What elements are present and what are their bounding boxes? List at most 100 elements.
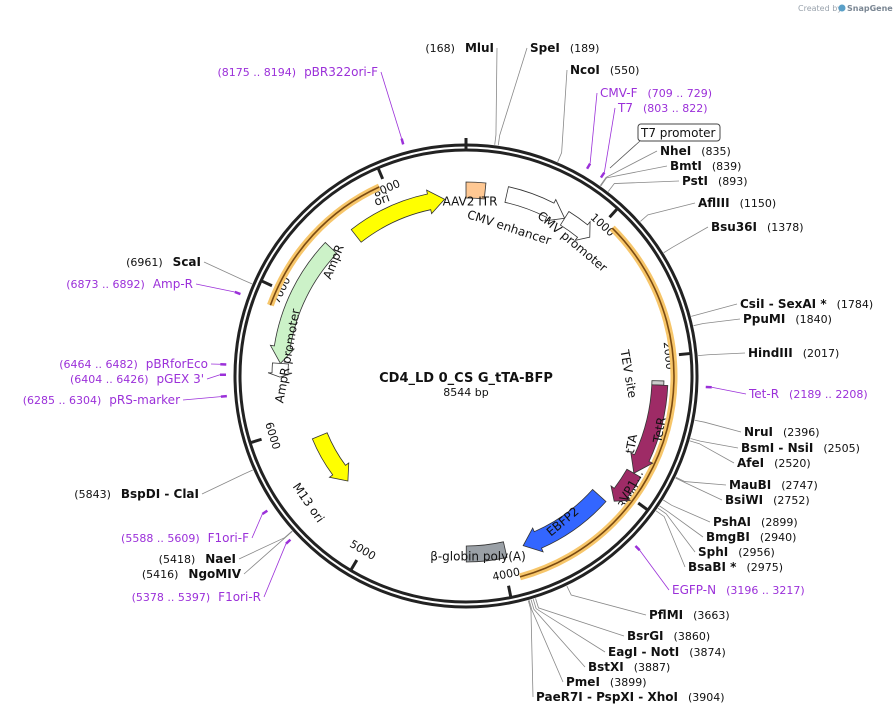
primer-label: CMV-F(709 .. 729) [600, 86, 712, 100]
site-label: (6961)ScaI [126, 255, 201, 269]
site-name: BstXI [588, 660, 624, 674]
primer-range: (6464 .. 6482) [59, 358, 138, 371]
tick-label: 6000 [262, 421, 283, 452]
primer-labels: (8175 .. 8194)pBR322ori-F CMV-F(709 .. 72… [23, 65, 868, 604]
tick-mark-8000 [376, 167, 385, 180]
site-name: HindIII [748, 346, 793, 360]
site-position: (839) [712, 160, 742, 173]
site-position: (2747) [781, 479, 818, 492]
site-name: BspDI - ClaI [121, 487, 199, 501]
site-position: (1378) [767, 221, 804, 234]
primer-name: F1ori-F [208, 531, 249, 545]
restriction-site: EagI - NotI(3874) [608, 645, 726, 659]
site-position: (2956) [738, 546, 775, 559]
site-leader [530, 599, 586, 668]
primer-leader [195, 283, 235, 293]
restriction-site: HindIII(2017) [748, 346, 839, 360]
restriction-site: CsiI - SexAI *(1784) [740, 297, 873, 311]
primer-leader [263, 543, 287, 598]
site-name: BsiWI [725, 493, 763, 507]
site-position: (5418) [159, 553, 196, 566]
restriction-site: PpuMI(1840) [743, 312, 832, 326]
site-label: NheI(835) [660, 144, 731, 158]
primer-leader [639, 549, 670, 591]
tta-band [267, 183, 678, 581]
restriction-site: MauBI(2747) [729, 478, 818, 492]
site-name: EagI - NotI [608, 645, 679, 659]
restriction-site: AfeI(2520) [737, 456, 811, 470]
site-position: (5843) [74, 488, 111, 501]
tev-site-label: TEV site [617, 348, 639, 399]
aav2-itr-feature [465, 181, 487, 200]
site-leader [557, 69, 568, 162]
site-label: NruI(2396) [744, 425, 820, 439]
site-name: PstI [682, 174, 708, 188]
primer-name: pRS-marker [109, 393, 180, 407]
site-label: (168)MluI [425, 41, 494, 55]
site-position: (2505) [823, 442, 860, 455]
site-position: (5416) [142, 568, 179, 581]
ampr-band-line [269, 186, 380, 306]
site-position: (893) [718, 175, 748, 188]
tick-mark-5000 [349, 559, 359, 572]
site-label: PflMI(3663) [649, 608, 730, 622]
ebfp2-feature [522, 488, 607, 553]
site-label: PshAI(2899) [713, 515, 798, 529]
primer-label: T7(803 .. 822) [617, 101, 708, 115]
site-leader [675, 476, 727, 486]
primer-label: (6873 .. 6892)Amp-R [66, 277, 193, 291]
site-leader [693, 318, 741, 327]
site-leader [203, 261, 253, 285]
restriction-site: NruI(2396) [744, 425, 820, 439]
tick-mark-2000 [678, 351, 692, 357]
site-position: (3904) [688, 691, 725, 704]
t7-promoter-box [637, 123, 721, 142]
site-label: Bsu36I(1378) [711, 220, 804, 234]
site-name: BmgBI [706, 530, 750, 544]
site-name: NruI [744, 425, 773, 439]
primer-name: pBR322ori-F [304, 65, 378, 79]
tick-mark-4000 [507, 585, 513, 598]
primer-label: Tet-R(2189 .. 2208) [748, 387, 868, 401]
primer-name: EGFP-N [672, 583, 716, 597]
credit-brand: SnapGene [847, 4, 893, 13]
restriction-site: PshAI(2899) [713, 515, 798, 529]
site-leader [607, 180, 680, 192]
site-label: SpeI(189) [530, 41, 599, 55]
primer-mark [220, 394, 227, 398]
site-name: NaeI [205, 552, 236, 566]
site-leader [675, 477, 723, 501]
site-name: PmeI [566, 675, 600, 689]
site-leader [659, 505, 704, 538]
site-name: NheI [660, 144, 691, 158]
tick-mark-3000 [637, 501, 649, 512]
plasmid-name: CD4_LD 0_CS G_tTA-BFP [379, 371, 553, 386]
site-position: (3899) [610, 676, 647, 689]
site-name: BsaBI * [688, 560, 737, 574]
primer-range: (3196 .. 3217) [726, 584, 805, 597]
site-label: PpuMI(1840) [743, 312, 832, 326]
primer-leader [182, 396, 221, 401]
cmv-promoter-feature [559, 210, 591, 242]
primer-range: (803 .. 822) [643, 102, 708, 115]
site-leader [527, 600, 534, 698]
site-label: BsaBI *(2975) [688, 560, 783, 574]
primer-name: CMV-F [600, 86, 638, 100]
site-label: PmeI (3899) [566, 675, 646, 689]
ori-feature [350, 189, 446, 243]
site-label: (5843) BspDI - ClaI [74, 487, 199, 501]
site-label: (5416)NgoMIV [142, 567, 242, 581]
site-leader [535, 598, 625, 637]
primer-range: (2189 .. 2208) [789, 388, 868, 401]
restriction-site: BsmI - NsiI (2505) [741, 441, 860, 455]
primer-mark [585, 162, 592, 170]
site-name: AfeI [737, 456, 764, 470]
restriction-site: PstI (893) [682, 174, 748, 188]
site-name: BsmI - NsiI [741, 441, 813, 455]
primer-label: (8175 .. 8194)pBR322ori-F [218, 65, 379, 79]
site-label: BmgBI(2940) [706, 530, 796, 544]
primer-leader [206, 374, 221, 380]
tta-band-line [519, 227, 675, 578]
primer-label: (5378 .. 5397)F1ori-R [132, 590, 261, 604]
